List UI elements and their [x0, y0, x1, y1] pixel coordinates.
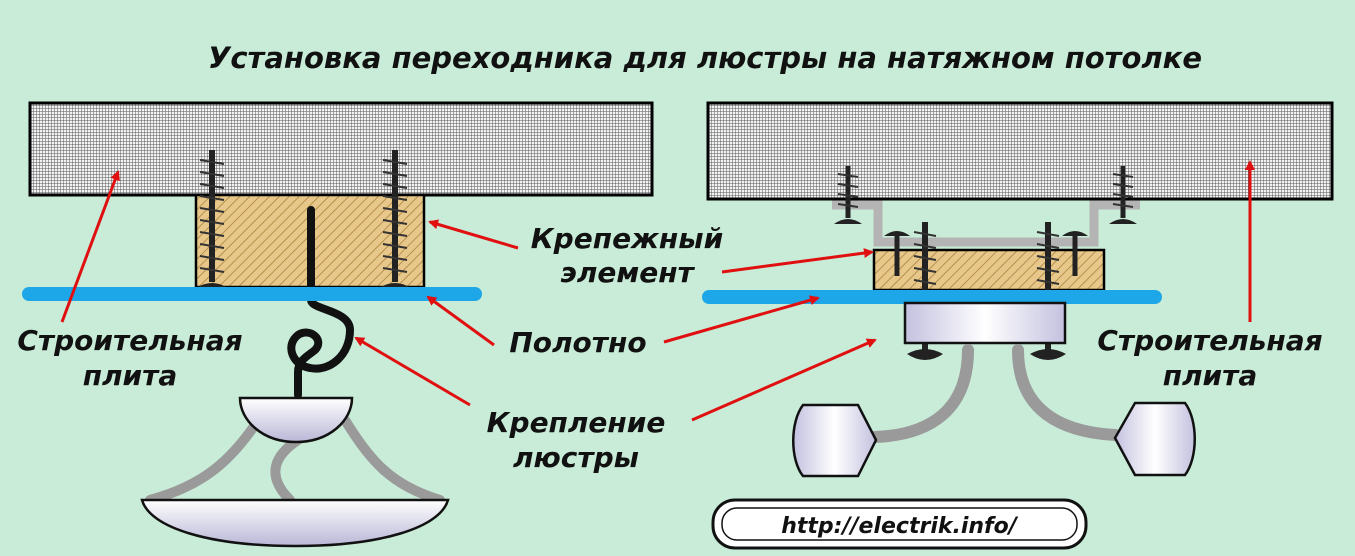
right-slab — [706, 101, 1334, 201]
left-chandelier-bowl — [140, 498, 450, 548]
arrow-slab-left — [60, 170, 120, 323]
label-slab-left-1: Строительная — [17, 324, 242, 357]
right-lamp-left — [792, 403, 878, 478]
right-lamp-right — [1113, 401, 1196, 477]
arrow-fastener-right — [721, 248, 874, 274]
arrow-mount-right — [691, 338, 877, 422]
right-screw-bracket-2 — [1062, 231, 1088, 276]
right-screw-slab-2 — [1109, 166, 1137, 224]
callout-arrows — [60, 160, 1255, 422]
left-cable-3 — [270, 435, 303, 505]
arrow-fastener-left — [428, 219, 519, 250]
label-mount-1: Крепление — [487, 406, 666, 439]
label-mount-2: люстры — [513, 441, 639, 474]
left-chandelier-cap — [238, 396, 354, 444]
right-assembly — [702, 101, 1334, 478]
right-mount-plate — [903, 301, 1067, 345]
right-bracket — [832, 200, 1140, 247]
label-slab-left-2: плита — [83, 359, 178, 392]
label-slab-right-1: Строительная — [1097, 324, 1322, 357]
right-cable-1 — [869, 344, 974, 443]
labels: Крепежный элемент Полотно Крепление люст… — [17, 222, 1322, 474]
right-wood-block — [872, 248, 1106, 292]
label-slab-right-2: плита — [1163, 359, 1258, 392]
right-screw-slab-1 — [834, 166, 862, 224]
right-cable-2 — [1012, 344, 1121, 441]
left-screw-2 — [379, 150, 411, 288]
arrow-mount-left — [354, 336, 471, 407]
right-screw-bracket-1 — [884, 231, 910, 276]
left-screw-1 — [196, 150, 228, 288]
label-canvas: Полотно — [509, 326, 646, 359]
arrow-canvas-left — [426, 295, 495, 347]
watermark-url: http://electrik.info/ — [781, 514, 1019, 539]
left-canvas — [22, 287, 482, 301]
left-cable-1 — [145, 420, 260, 505]
left-cable-2 — [340, 415, 445, 505]
left-hook — [287, 206, 355, 399]
watermark-badge: http://electrik.info/ — [711, 498, 1088, 550]
left-slab — [28, 101, 654, 197]
label-fastener-1: Крепежный — [531, 222, 723, 255]
label-fastener-2: элемент — [560, 256, 695, 289]
left-assembly — [22, 101, 654, 548]
arrow-canvas-right — [663, 295, 820, 344]
diagram-title: Установка переходника для люстры на натя… — [208, 41, 1202, 75]
